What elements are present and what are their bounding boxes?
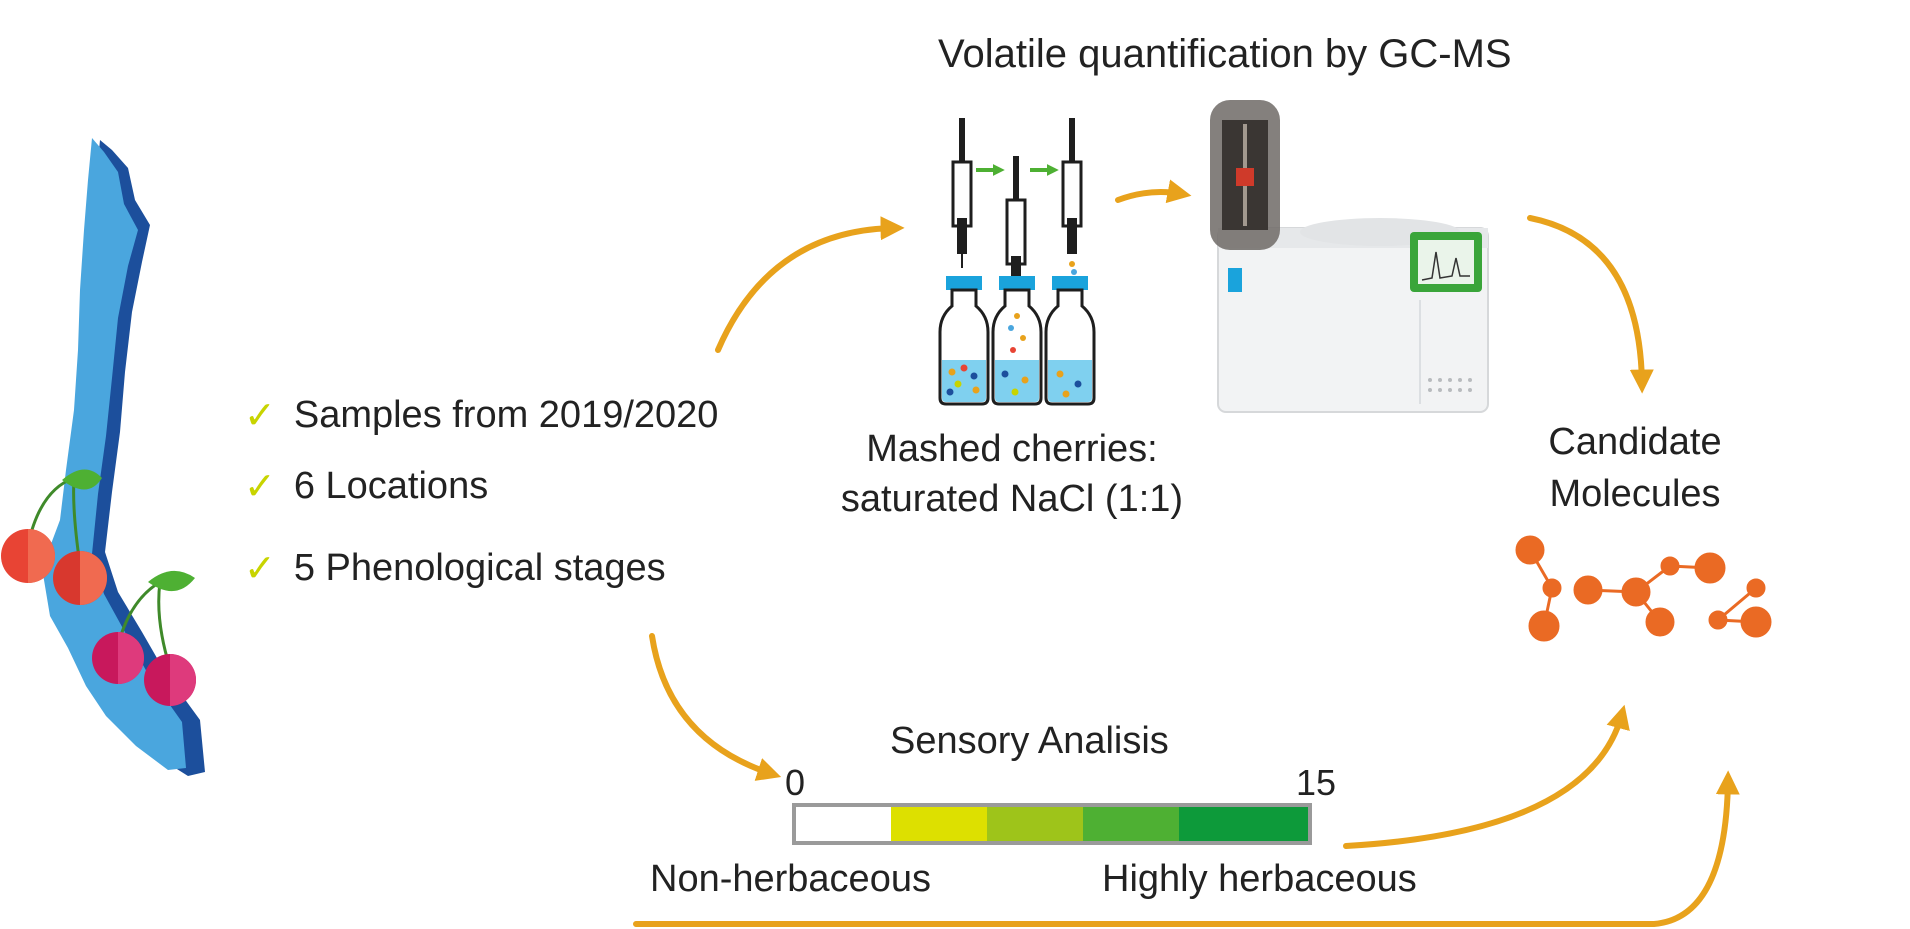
- bullet-label: Samples from 2019/2020: [293, 394, 719, 436]
- cherry-icon: [1, 469, 107, 605]
- arrow-icon: [1527, 215, 1654, 394]
- scale-max-label: 15: [1296, 762, 1337, 803]
- check-icon: ✓: [244, 395, 276, 437]
- candidate-line2: Molecules: [1549, 473, 1721, 515]
- scale-segment: [987, 806, 1083, 842]
- arrow-icon: [633, 770, 1740, 927]
- sample-prep-label: Mashed cherries: saturated NaCl (1:1): [812, 424, 1212, 524]
- scale-segment: [1083, 806, 1179, 842]
- non-herbaceous-label: Non-herbaceous: [650, 858, 931, 900]
- sample-prep-line1: Mashed cherries:: [866, 428, 1158, 470]
- workflow-arrows: [633, 179, 1740, 927]
- candidate-molecules-label: Candidate Molecules: [1500, 416, 1770, 520]
- sensory-title: Sensory Analisis: [890, 720, 1169, 762]
- syringe-icon: [1061, 118, 1083, 283]
- bullet-label: 5 Phenological stages: [293, 547, 666, 589]
- arrow-icon: [1343, 704, 1630, 849]
- vial-icon: [1044, 276, 1096, 406]
- scale-min-label: 0: [785, 762, 806, 803]
- check-icon: ✓: [244, 466, 276, 508]
- candidate-line1: Candidate: [1548, 421, 1722, 463]
- scale-segment: [1179, 806, 1309, 842]
- syringe-icon: [951, 118, 973, 268]
- sample-prep-line2: saturated NaCl (1:1): [840, 478, 1184, 520]
- bullet-item: ✓ 5 Phenological stages: [244, 546, 666, 591]
- vial-icon: [938, 276, 990, 406]
- cherry-icon: [92, 570, 196, 706]
- scale-frame: [792, 803, 1312, 845]
- arrow-icon: [649, 633, 782, 781]
- highly-herbaceous-label: Highly herbaceous: [1102, 858, 1417, 900]
- vial-icon: [991, 276, 1043, 406]
- scale-segment: [891, 806, 987, 842]
- check-icon: ✓: [244, 548, 276, 590]
- arrow-icon: [1115, 179, 1192, 204]
- bullet-item: ✓ 6 Locations: [244, 464, 488, 509]
- bullet-label: 6 Locations: [293, 465, 489, 507]
- sensory-scale: [792, 803, 1312, 845]
- scale-segment: [795, 806, 891, 842]
- molecule-icon: [1515, 535, 1772, 642]
- page-title: Volatile quantification by GC-MS: [938, 32, 1512, 76]
- arrow-icon: [715, 216, 905, 353]
- bullet-item: ✓ Samples from 2019/2020: [244, 393, 718, 438]
- chile-map-icon: [42, 138, 205, 776]
- gc-ms-instrument-icon: [1210, 100, 1489, 413]
